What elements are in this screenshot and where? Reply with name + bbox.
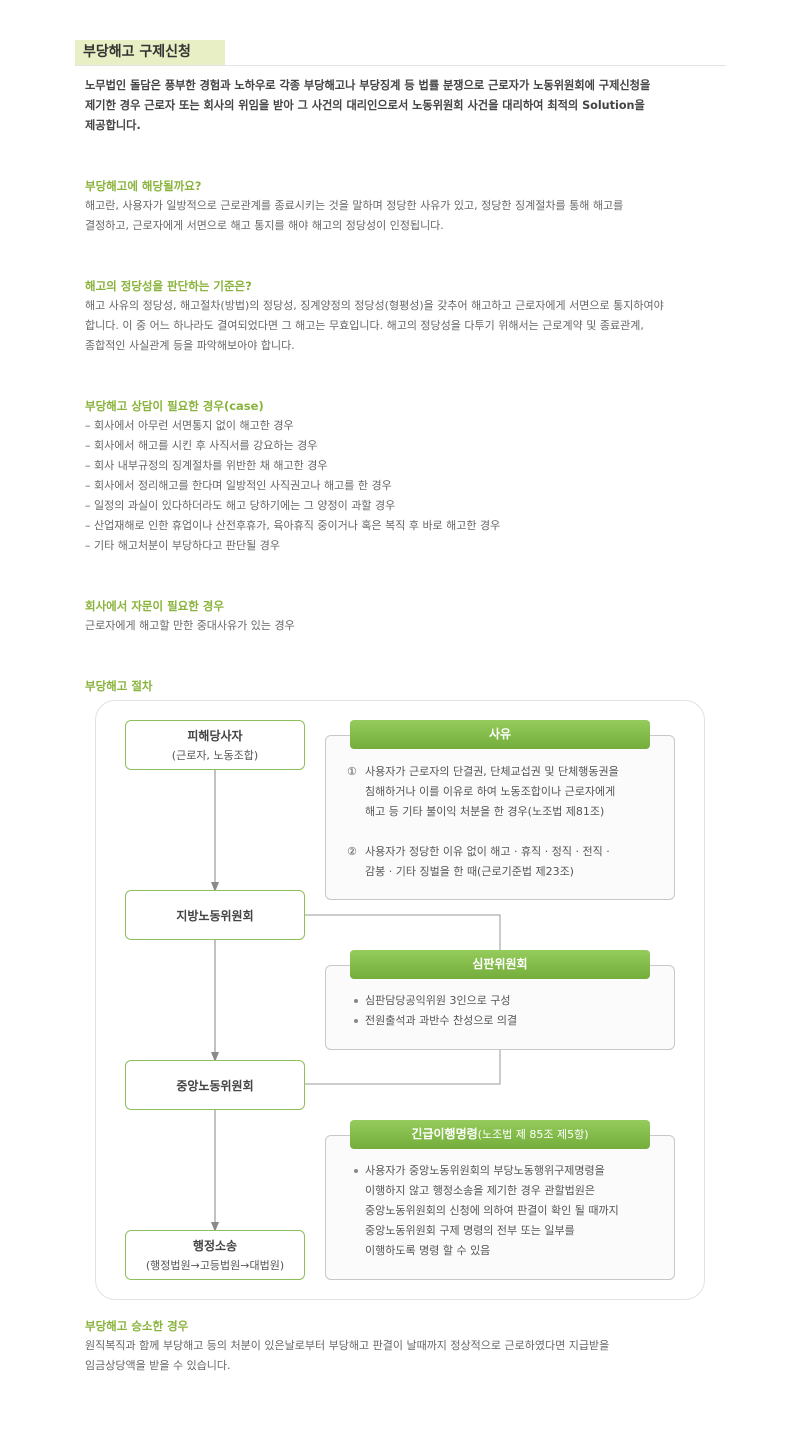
emergency-title-suffix: (노조법 제 85조 제5항) bbox=[477, 1128, 589, 1141]
body-line: 합니다. 이 중 어느 하나라도 결여되었다면 그 해고는 무효입니다. 해고의… bbox=[85, 319, 644, 332]
body-line: 해고 사유의 정당성, 해고절차(방법)의 정당성, 징계양정의 정당성(형평성… bbox=[85, 299, 664, 312]
committee-panel-body: 심판담당공익위원 3인으로 구성 전원출석과 과반수 찬성으로 의결 bbox=[345, 991, 665, 1031]
section-body-criteria: 해고 사유의 정당성, 해고절차(방법)의 정당성, 징계양정의 정당성(형평성… bbox=[85, 296, 725, 356]
case-item: – 회사 내부규정의 징계절차를 위반한 채 해고한 경우 bbox=[85, 459, 328, 472]
section-body-won-case: 원직복직과 함께 부당해고 등의 처분이 있은날로부터 부당해고 판결이 날때까… bbox=[85, 1336, 725, 1376]
section-title-criteria: 해고의 정당성을 판단하는 기준은? bbox=[85, 279, 252, 293]
reason-item: ① 사용자가 근로자의 단결권, 단체교섭권 및 단체행동권을 침해하거나 이를… bbox=[345, 762, 665, 822]
committee-connector bbox=[305, 1049, 501, 1085]
case-item: – 산업재해로 인한 휴업이나 산전후휴가, 육아휴직 중이거나 혹은 복직 후… bbox=[85, 519, 501, 532]
node-label: 피해당사자 bbox=[187, 729, 243, 743]
emergency-line: 이행하도록 명령 할 수 있음 bbox=[365, 1244, 491, 1257]
emergency-title: 긴급이행명령 bbox=[411, 1127, 478, 1141]
emergency-order-panel-title: 긴급이행명령(노조법 제 85조 제5항) bbox=[350, 1120, 650, 1149]
case-item: – 회사에서 해고를 시킨 후 사직서를 강요하는 경우 bbox=[85, 439, 318, 452]
body-line: 임금상당액을 받을 수 있습니다. bbox=[85, 1359, 231, 1372]
emergency-item: 사용자가 중앙노동위원회의 부당노동행위구제명령을 이행하지 않고 행정소송을 … bbox=[345, 1161, 665, 1261]
case-item: – 회사에서 아무런 서면통지 없이 해고한 경우 bbox=[85, 419, 294, 432]
intro-line: 제공합니다. bbox=[85, 119, 141, 132]
emergency-line: 중앙노동위원회의 신청에 의하여 판결이 확인 될 때까지 bbox=[365, 1204, 619, 1217]
body-line: 결정하고, 근로자에게 서면으로 해고 통지를 해야 해고의 정당성이 인정됩니… bbox=[85, 219, 444, 232]
section-title-cases: 부당해고 상담이 필요한 경우(case) bbox=[85, 399, 264, 413]
reason-line: 침해하거나 이를 이유로 하여 노동조합이나 근로자에게 bbox=[365, 785, 616, 798]
body-line: 해고란, 사용자가 일방적으로 근로관계를 종료시키는 것을 말하며 정당한 사… bbox=[85, 199, 624, 212]
node-sublabel: (근로자, 노동조합) bbox=[171, 749, 259, 762]
body-line: 근로자에게 해고할 만한 중대사유가 있는 경우 bbox=[85, 619, 295, 632]
case-item: – 회사에서 정리해고를 한다며 일방적인 사직권고나 해고를 한 경우 bbox=[85, 479, 392, 492]
section-body-cases: – 회사에서 아무런 서면통지 없이 해고한 경우 – 회사에서 해고를 시킨 … bbox=[85, 416, 725, 556]
section-title-procedure: 부당해고 절차 bbox=[85, 679, 153, 693]
section-title-won-case: 부당해고 승소한 경우 bbox=[85, 1319, 189, 1333]
reason-line: 해고 등 기타 불이익 처분을 한 경우(노조법 제81조) bbox=[365, 805, 605, 818]
emergency-line: 중앙노동위원회 구제 명령의 전부 또는 일부를 bbox=[365, 1224, 575, 1237]
emergency-order-panel-body: 사용자가 중앙노동위원회의 부당노동행위구제명령을 이행하지 않고 행정소송을 … bbox=[345, 1161, 665, 1261]
case-item: – 일정의 과실이 있다하더라도 해고 당하기에는 그 양정이 과할 경우 bbox=[85, 499, 396, 512]
node-label: 행정소송 bbox=[192, 1239, 238, 1253]
committee-panel-title: 심판위원회 bbox=[350, 950, 650, 979]
emergency-line: 이행하지 않고 행정소송을 제기한 경우 관할법원은 bbox=[365, 1184, 596, 1197]
reason-panel-title: 사유 bbox=[350, 720, 650, 749]
reason-item: ② 사용자가 정당한 이유 없이 해고 · 휴직 · 정직 · 전직 · 감봉 … bbox=[345, 842, 665, 882]
procedure-diagram-frame bbox=[95, 700, 705, 1300]
committee-connector bbox=[305, 914, 501, 952]
body-line: 원직복직과 함께 부당해고 등의 처분이 있은날로부터 부당해고 판결이 날때까… bbox=[85, 1339, 610, 1352]
section-body-company-advice: 근로자에게 해고할 만한 중대사유가 있는 경우 bbox=[85, 616, 725, 636]
intro-line: 제기한 경우 근로자 또는 회사의 위임을 받아 그 사건의 대리인으로서 노동… bbox=[85, 99, 645, 112]
committee-item: 심판담당공익위원 3인으로 구성 bbox=[345, 991, 665, 1011]
reason-line: 사용자가 근로자의 단결권, 단체교섭권 및 단체행동권을 bbox=[365, 765, 619, 778]
body-line: 종합적인 사실관계 등을 파악해보아야 합니다. bbox=[85, 339, 295, 352]
emergency-line: 사용자가 중앙노동위원회의 부당노동행위구제명령을 bbox=[365, 1164, 605, 1177]
section-title-unfair-dismissal: 부당해고에 해당될까요? bbox=[85, 179, 202, 193]
reason-marker: ② bbox=[347, 845, 357, 858]
node-label: 중앙노동위원회 bbox=[176, 1078, 254, 1093]
reason-line: 감봉 · 기타 징벌을 한 때(근로기준법 제23조) bbox=[365, 865, 574, 878]
flow-node-local-labor-commission: 지방노동위원회 bbox=[125, 890, 305, 940]
flow-node-central-labor-commission: 중앙노동위원회 bbox=[125, 1060, 305, 1110]
flow-node-victim: 피해당사자 (근로자, 노동조합) bbox=[125, 720, 305, 770]
intro-text: 노무법인 돌담은 풍부한 경험과 노하우로 각종 부당해고나 부당징계 등 법률… bbox=[85, 76, 725, 136]
committee-item: 전원출석과 과반수 찬성으로 의결 bbox=[345, 1011, 665, 1031]
node-label: 지방노동위원회 bbox=[176, 908, 254, 923]
page-title: 부당해고 구제신청 bbox=[75, 40, 225, 65]
reason-panel-body: ① 사용자가 근로자의 단결권, 단체교섭권 및 단체행동권을 침해하거나 이를… bbox=[345, 762, 665, 882]
reason-marker: ① bbox=[347, 765, 357, 778]
node-sublabel: (행정법원→고등법원→대법원) bbox=[145, 1259, 285, 1272]
committee-panel bbox=[325, 965, 675, 1050]
intro-line: 노무법인 돌담은 풍부한 경험과 노하우로 각종 부당해고나 부당징계 등 법률… bbox=[85, 79, 651, 92]
case-item: – 기타 해고처분이 부당하다고 판단될 경우 bbox=[85, 539, 281, 552]
emergency-order-panel bbox=[325, 1135, 675, 1280]
section-body-unfair-dismissal: 해고란, 사용자가 일방적으로 근로관계를 종료시키는 것을 말하며 정당한 사… bbox=[85, 196, 725, 236]
section-title-company-advice: 회사에서 자문이 필요한 경우 bbox=[85, 599, 224, 613]
flow-node-administrative-litigation: 행정소송 (행정법원→고등법원→대법원) bbox=[125, 1230, 305, 1280]
reason-panel bbox=[325, 735, 675, 900]
reason-line: 사용자가 정당한 이유 없이 해고 · 휴직 · 정직 · 전직 · bbox=[365, 845, 610, 858]
page-title-bar: 부당해고 구제신청 bbox=[75, 40, 726, 66]
